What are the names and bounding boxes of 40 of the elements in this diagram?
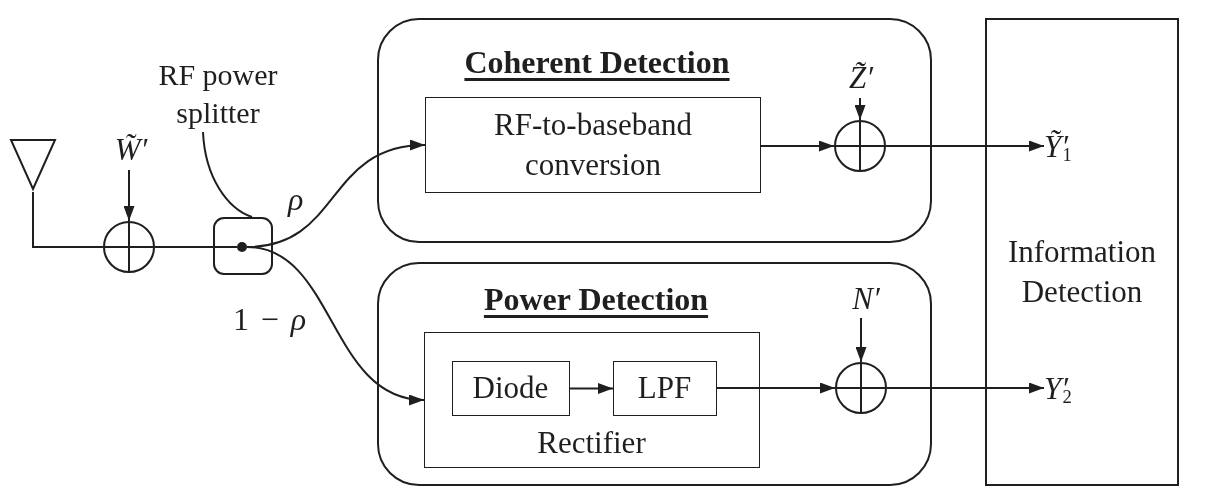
antenna-symbol — [9, 138, 57, 192]
block-label: RF-to-baseband conversion — [493, 106, 693, 184]
arrow — [855, 317, 867, 363]
block-label: LPF — [637, 369, 692, 407]
connector-line — [32, 191, 104, 248]
adder-symbol — [835, 362, 887, 414]
section-title: Coherent Detection — [463, 46, 731, 78]
junction-dot-icon — [237, 242, 247, 252]
arrow — [246, 246, 425, 404]
process-box — [985, 18, 1179, 486]
process-box — [425, 97, 761, 193]
block-label: Rectifier — [536, 424, 647, 462]
variable-label: N′ — [847, 280, 885, 318]
adder-symbol — [103, 221, 155, 273]
arrow — [716, 382, 836, 394]
connector-line — [154, 246, 238, 248]
variable-label: Y′$_{2}$ — [1044, 366, 1086, 412]
leader-line — [202, 131, 253, 218]
arrow — [123, 169, 135, 222]
splitter-box — [213, 217, 273, 275]
section-panel — [377, 18, 932, 243]
arrow — [886, 382, 1045, 394]
arrow — [569, 383, 614, 394]
section-panel — [377, 262, 932, 486]
block-label: Information Detection — [1006, 233, 1158, 311]
adder-symbol — [834, 120, 886, 172]
process-box — [451, 360, 570, 416]
variable-label: Ỹ′$_{1}$ — [1044, 124, 1086, 170]
callout-text: RF power splitter — [150, 56, 286, 132]
arrow — [854, 97, 866, 121]
edge-label: ρ — [288, 183, 304, 215]
process-box — [424, 332, 760, 468]
section-title: Power Detection — [482, 283, 710, 315]
process-box — [612, 360, 717, 416]
variable-label: W̃′ — [110, 130, 152, 170]
arrow — [760, 140, 835, 152]
edge-label: 1 − ρ — [233, 303, 307, 335]
block-label: Diode — [472, 369, 549, 407]
arrow — [885, 140, 1045, 152]
variable-label: Z̃′ — [841, 58, 881, 98]
